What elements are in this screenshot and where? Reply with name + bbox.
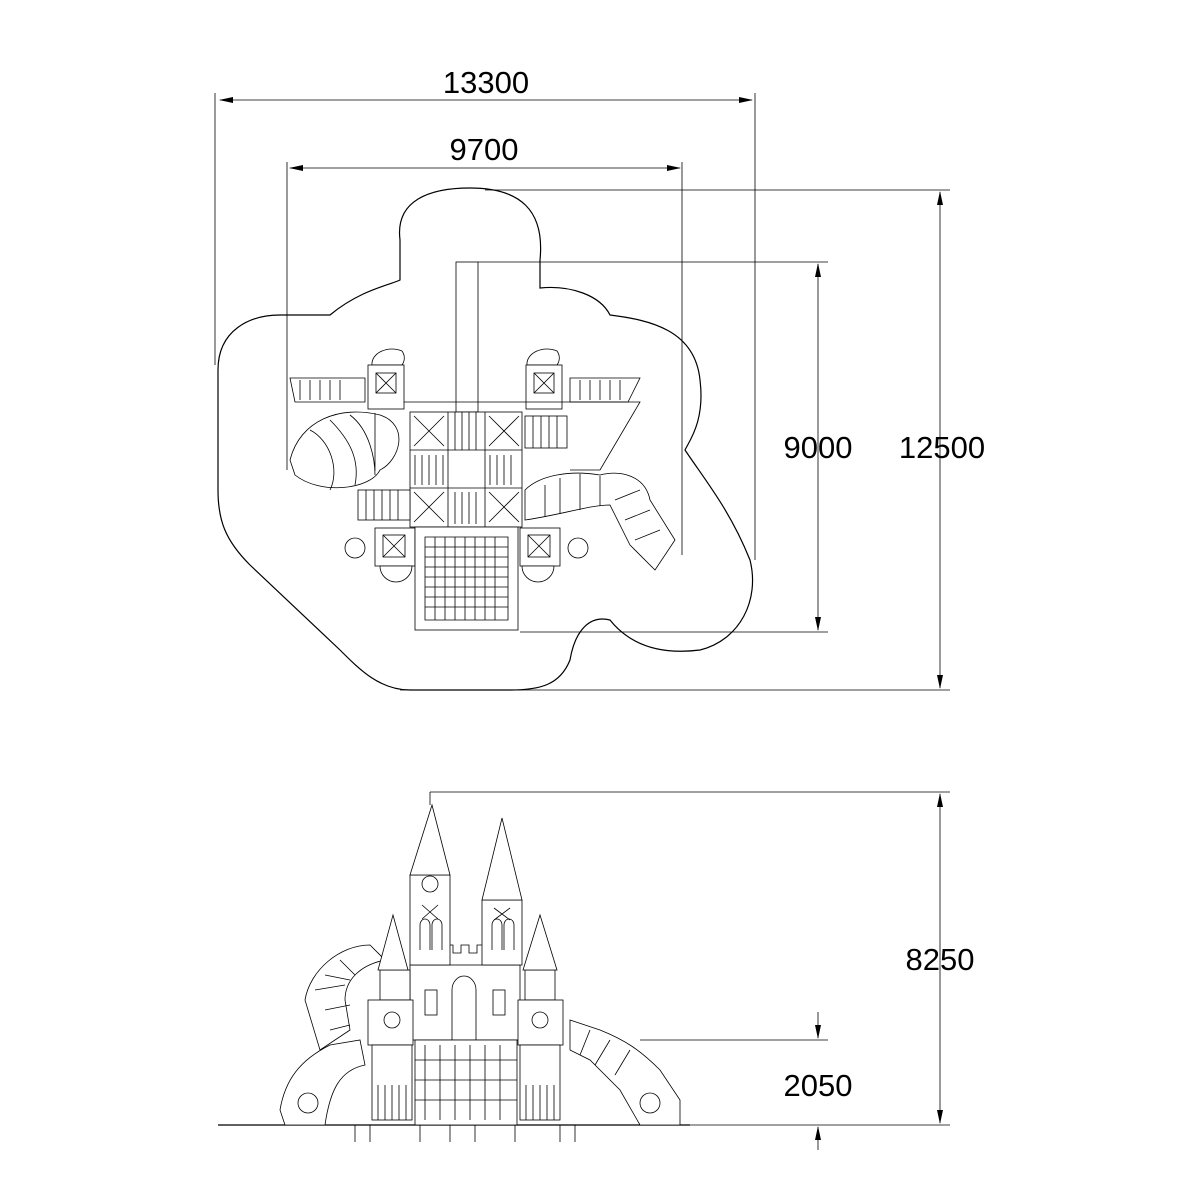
plan-view: 13300 9700 12500 9000	[214, 65, 985, 691]
dimension-overall-depth: 12500	[899, 430, 985, 465]
dimension-platform-height: 2050	[784, 1068, 853, 1103]
castle-elevation	[279, 792, 681, 1142]
safety-zone-outline	[217, 187, 754, 691]
structure-plan	[289, 261, 676, 631]
dimension-structure-depth: 9000	[784, 430, 853, 465]
dimension-overall-height: 8250	[906, 942, 975, 977]
dimension-overall-width: 13300	[443, 65, 529, 100]
dimension-structure-width: 9700	[450, 132, 519, 167]
elevation-view: 8250 2050	[218, 791, 975, 1150]
